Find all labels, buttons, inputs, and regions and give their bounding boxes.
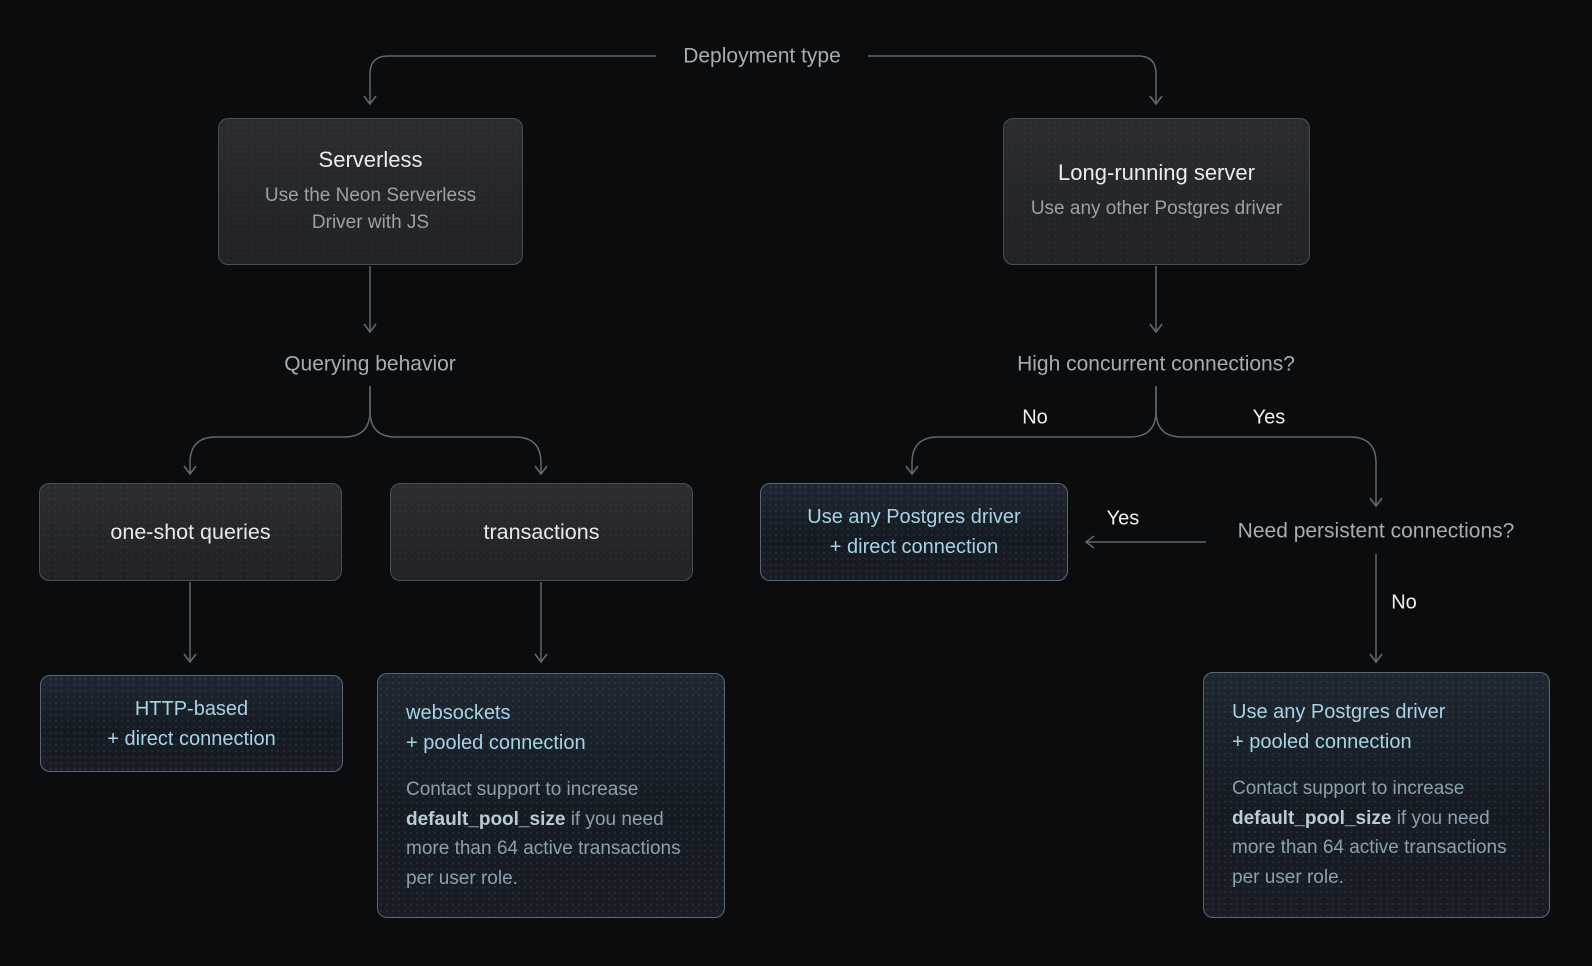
node-serverless-subtitle: Use the Neon Serverless Driver with JS xyxy=(264,184,477,233)
node-websockets-pooled-result: websockets + pooled connection Contact s… xyxy=(377,673,725,918)
label-need-persistent-connections: Need persistent connections? xyxy=(1237,519,1515,543)
label-querying-behavior: Querying behavior xyxy=(284,352,456,376)
http-direct-line1: HTTP-based xyxy=(134,697,249,720)
node-any-driver-pooled-result: Use any Postgres driver + pooled connect… xyxy=(1203,672,1550,918)
any-driver-pooled-line1: Use any Postgres driver xyxy=(1232,701,1446,723)
note-code-default-pool-size: default_pool_size xyxy=(406,808,566,830)
node-http-direct-result: HTTP-based + direct connection xyxy=(40,675,343,772)
any-driver-pooled-line2: + pooled connection xyxy=(1232,731,1412,753)
node-one-shot-queries: one-shot queries xyxy=(39,483,342,581)
pooled-support-note: Contact support to increase default_pool… xyxy=(1232,774,1521,893)
any-driver-direct-line2: + direct connection xyxy=(829,536,999,558)
node-long-running-subtitle: Use any other Postgres driver xyxy=(1030,198,1283,220)
branch-label-no-persistent: No xyxy=(1391,591,1417,614)
note-text: if you need more than 64 active transact… xyxy=(1232,807,1507,888)
note-code-default-pool-size: default_pool_size xyxy=(1232,807,1392,829)
edge-deployment-to-long-running xyxy=(868,55,1163,106)
edge-querying-to-transactions xyxy=(369,386,548,476)
node-serverless: Serverless Use the Neon Serverless Drive… xyxy=(218,118,523,265)
branch-label-yes-persistent: Yes xyxy=(1106,507,1140,530)
websockets-line1: websockets xyxy=(406,702,511,724)
any-driver-direct-line1: Use any Postgres driver xyxy=(807,506,1021,528)
branch-label-no-high-concurrency: No xyxy=(1022,406,1048,429)
node-one-shot-label: one-shot queries xyxy=(110,519,271,544)
branch-label-yes-high-concurrency: Yes xyxy=(1252,406,1286,429)
websockets-support-note: Contact support to increase default_pool… xyxy=(406,775,696,894)
label-high-concurrent-connections: High concurrent connections? xyxy=(1017,352,1295,376)
node-any-driver-direct-result: Use any Postgres driver + direct connect… xyxy=(760,483,1068,581)
edge-concurrent-yes-to-persistent xyxy=(1155,386,1383,508)
websockets-line2: + pooled connection xyxy=(406,732,586,754)
note-text: if you need more than 64 active transact… xyxy=(406,808,681,889)
node-transactions: transactions xyxy=(390,483,693,581)
edge-querying-to-one-shot xyxy=(183,386,371,476)
node-serverless-title: Serverless xyxy=(318,146,423,172)
note-text: Contact support to increase xyxy=(406,779,639,800)
label-deployment-type: Deployment type xyxy=(683,44,841,68)
http-direct-line2: + direct connection xyxy=(107,727,276,750)
node-long-running-title: Long-running server xyxy=(1058,160,1255,186)
note-text: Contact support to increase xyxy=(1232,778,1465,799)
node-transactions-label: transactions xyxy=(483,519,600,544)
node-long-running-server: Long-running server Use any other Postgr… xyxy=(1003,118,1310,265)
edge-concurrent-no-to-direct xyxy=(905,386,1157,476)
edge-deployment-to-serverless xyxy=(363,55,656,106)
